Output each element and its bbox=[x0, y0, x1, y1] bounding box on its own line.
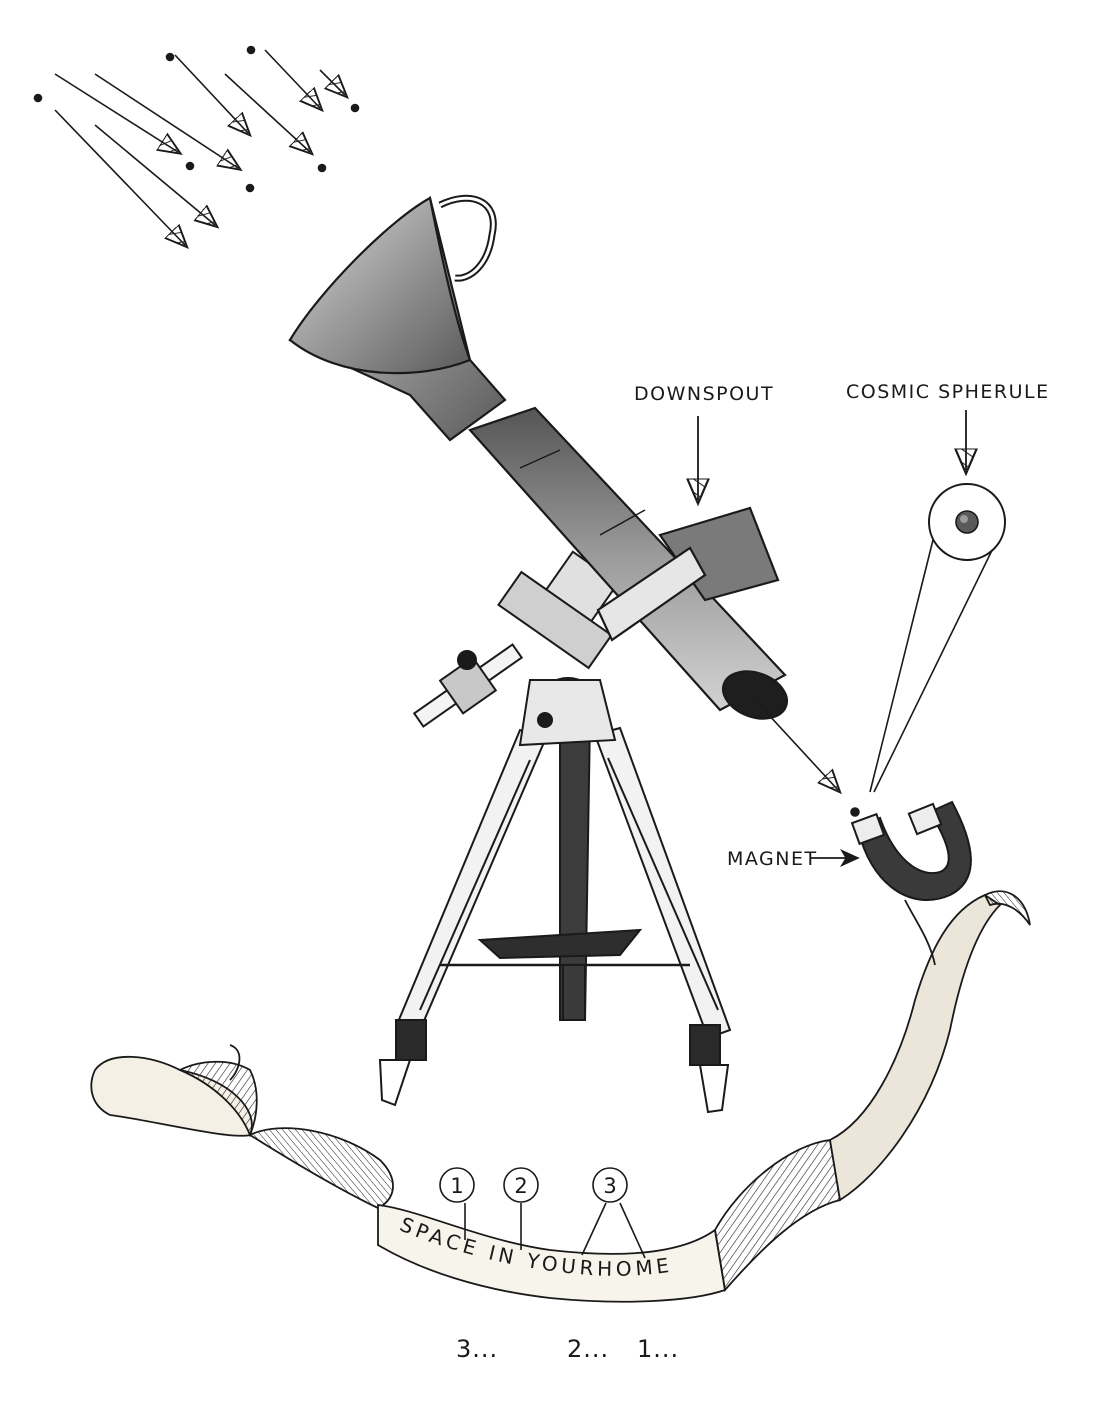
marker-2-circle bbox=[503, 1167, 539, 1203]
banner-markers bbox=[439, 1167, 646, 1259]
ribbon-banner bbox=[90, 890, 1031, 1303]
funnel bbox=[288, 194, 507, 442]
downspout-tube bbox=[468, 406, 789, 720]
countdown-2: 2... bbox=[567, 1335, 610, 1363]
tripod bbox=[378, 719, 732, 1114]
spherule-magnifier bbox=[869, 483, 1006, 793]
marker-2-label: 2 bbox=[514, 1174, 527, 1198]
countdown-3: 3... bbox=[456, 1335, 499, 1363]
marker-1-circle bbox=[439, 1167, 475, 1203]
telescope-mount bbox=[412, 550, 620, 747]
cosmic-spherule-label: COSMIC SPHERULE bbox=[846, 381, 1050, 403]
downspout-label: DOWNSPOUT bbox=[634, 383, 775, 405]
magnet-icon bbox=[850, 800, 972, 901]
marker-3-circle bbox=[592, 1167, 628, 1203]
magnet-label: MAGNET bbox=[727, 848, 818, 870]
marker-3-label: 3 bbox=[603, 1174, 616, 1198]
meteor-streaks bbox=[33, 45, 359, 246]
spherule-path bbox=[754, 699, 859, 817]
marker-1-label: 1 bbox=[450, 1174, 463, 1198]
label-arrows bbox=[698, 410, 966, 867]
countdown-1: 1... bbox=[637, 1335, 680, 1363]
